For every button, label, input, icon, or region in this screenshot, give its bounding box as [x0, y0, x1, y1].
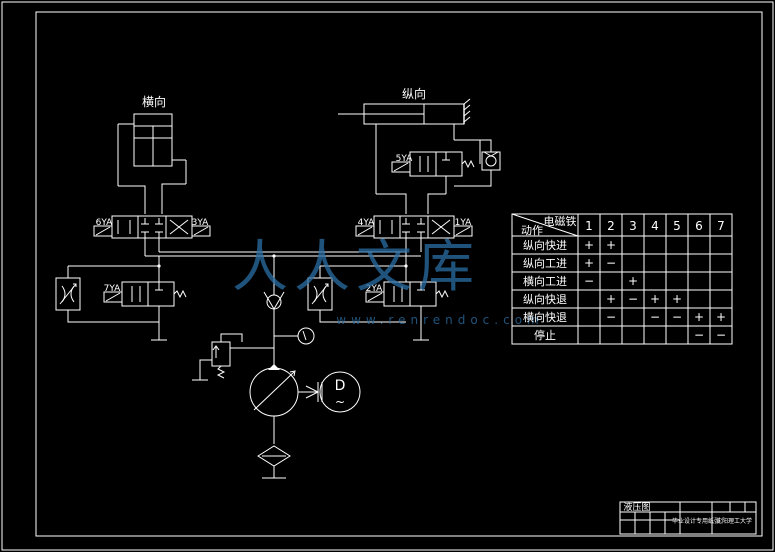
table-cell: + — [606, 238, 616, 252]
table-cell: + — [650, 292, 660, 306]
horizontal-cylinder-label: 横向 — [142, 94, 166, 109]
vertical-cylinder — [338, 98, 471, 194]
motor-label: D — [335, 378, 346, 394]
table-col-header: 1 — [585, 219, 593, 233]
table-cell: − — [628, 292, 638, 306]
valve-2ya — [365, 281, 449, 307]
pump — [249, 364, 299, 417]
valve-5ya — [391, 151, 475, 177]
table-col-header: 3 — [629, 219, 637, 233]
table-cell: − — [716, 328, 726, 342]
table-cell: − — [584, 274, 594, 288]
inner-frame — [35, 11, 763, 537]
table-col-header: 4 — [651, 219, 659, 233]
table-cell: + — [584, 238, 594, 252]
table-cell: − — [672, 310, 682, 324]
table-cell: + — [694, 310, 704, 324]
table-col-header: 5 — [673, 219, 681, 233]
label-3ya: 3YA — [192, 218, 210, 228]
table-cell: + — [672, 292, 682, 306]
valve-4ya-1ya — [355, 215, 473, 239]
svg-text:www.renrendoc.com: www.renrendoc.com — [336, 313, 543, 327]
table-corner-bottom: 动作 — [521, 224, 543, 237]
motor — [319, 371, 361, 413]
school-label: 沈阳理工大学 — [716, 517, 752, 525]
table-cell: + — [584, 256, 594, 270]
label-1ya: 1YA — [455, 218, 473, 228]
table-col-header: 2 — [607, 219, 615, 233]
table-cell: − — [694, 328, 704, 342]
table-corner-top: 电磁铁 — [544, 215, 577, 228]
table-cell: − — [650, 310, 660, 324]
table-col-header: 6 — [695, 219, 703, 233]
filter — [257, 445, 291, 467]
table-row-label: 横向工进 — [523, 274, 567, 288]
table-cell: − — [606, 256, 616, 270]
label-6ya: 6YA — [96, 218, 114, 228]
table-cell: + — [606, 292, 616, 306]
table-row-label: 纵向工进 — [523, 256, 567, 270]
svg-text:人人文库: 人人文库 — [232, 235, 480, 300]
valve-6ya-3ya — [93, 215, 211, 239]
title-block — [619, 501, 757, 535]
throttle-valve-left — [55, 277, 81, 311]
relief-valve — [211, 341, 231, 379]
label-7ya: 7YA — [104, 284, 122, 294]
watermark: 人人文库 www.renrendoc.com — [232, 235, 543, 327]
table-row-label: 纵向快进 — [523, 238, 567, 252]
label-4ya: 4YA — [358, 218, 376, 228]
label-2ya: 2YA — [366, 284, 384, 294]
table-row-label: 纵向快退 — [523, 292, 567, 306]
motor-ac-label: ~ — [335, 395, 345, 409]
table-row-label: 停止 — [534, 328, 556, 342]
vertical-cylinder-label: 纵向 — [402, 86, 426, 101]
table-row-label: 横向快退 — [523, 310, 567, 324]
check-valve-right — [481, 151, 501, 171]
horizontal-cylinder — [117, 113, 187, 186]
label-5ya: 5YA — [396, 154, 414, 164]
pressure-gauge — [297, 327, 315, 345]
table-col-header: 7 — [717, 219, 725, 233]
table-cell: − — [606, 310, 616, 324]
table-cell: + — [628, 274, 638, 288]
course-label: 毕业设计专用纸张 — [672, 517, 720, 525]
valve-7ya — [103, 281, 187, 307]
table-cell: + — [716, 310, 726, 324]
drawing-name: 液压图 — [623, 501, 650, 513]
